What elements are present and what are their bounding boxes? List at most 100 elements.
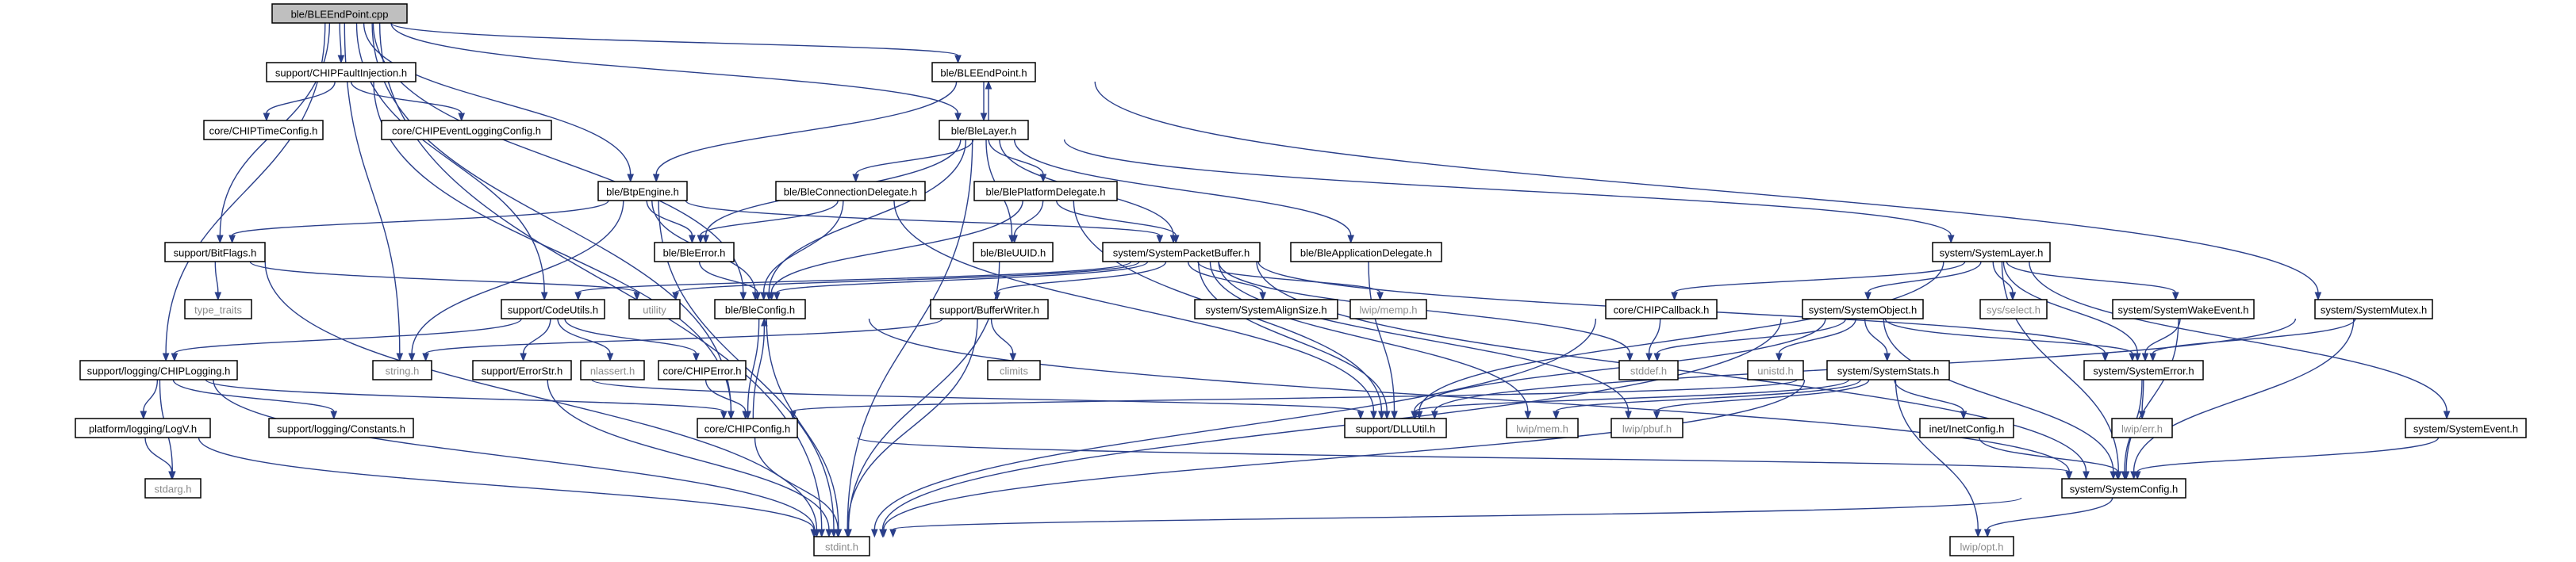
edge-btp-engine-h-to-bit-flags-h: [228, 200, 609, 244]
node-bleend-point-cpp[interactable]: ble/BLEEndPoint.cpp: [271, 3, 408, 24]
edge-ble-layer-h-to-ble-connection-delegate-h: [852, 139, 974, 183]
node-ble-connection-delegate-h[interactable]: ble/BleConnectionDelegate.h: [775, 181, 926, 201]
edge-bleend-point-cpp-to-chiplogging-h: [162, 22, 326, 362]
edge-log-v-h-to-stdint-h: [198, 437, 818, 538]
edge-bleend-point-cpp-to-btp-engine-h: [363, 22, 635, 183]
node-label: unistd.h: [1757, 365, 1794, 377]
edge-ble-error-h-to-ble-config-h: [698, 261, 762, 301]
node-chipfault-injection-h[interactable]: support/CHIPFaultInjection.h: [266, 62, 417, 82]
edge-buffer-writer-h-to-climits: [990, 318, 1017, 362]
node-stddef-h: stddef.h: [1618, 360, 1679, 380]
node-system-wake-event-h[interactable]: system/SystemWakeEvent.h: [2112, 299, 2255, 319]
node-label: system/SystemWakeEvent.h: [2118, 304, 2249, 316]
edge-error-str-h-to-dllutil-h: [591, 379, 1365, 420]
node-code-utils-h[interactable]: support/CodeUtils.h: [501, 299, 605, 319]
node-buffer-writer-h[interactable]: support/BufferWriter.h: [930, 299, 1049, 319]
node-label: ble/BLEEndPoint.cpp: [291, 9, 389, 21]
edge-btp-engine-h-to-string-h: [408, 200, 624, 362]
edge-chipfault-injection-h-to-chiptime-config-h: [263, 81, 336, 122]
node-utility: utility: [628, 299, 681, 319]
edge-ble-application-delegate-h-to-dllutil-h: [1368, 261, 1398, 420]
edge-bleend-point-cpp-to-bleend-point-h: [390, 22, 962, 64]
edge-system-layer-h-to-system-object-h: [1864, 261, 1982, 301]
edge-ble-layer-h-to-ble-application-delegate-h: [1013, 139, 1355, 244]
node-system-align-size-h[interactable]: system/SystemAlignSize.h: [1194, 299, 1338, 319]
node-chipevent-logging-config-h[interactable]: core/CHIPEventLoggingConfig.h: [381, 120, 552, 140]
edge-bleend-point-h-to-ble-layer-h: [980, 82, 988, 122]
node-ble-config-h[interactable]: ble/BleConfig.h: [714, 299, 806, 319]
edge-btp-engine-h-to-system-packet-buffer-h: [685, 200, 1164, 244]
node-lwip-err-h: lwip/err.h: [2111, 418, 2173, 438]
node-chipconfig-h[interactable]: core/CHIPConfig.h: [697, 418, 798, 438]
edge-system-object-h-to-system-config-h: [1883, 318, 2117, 480]
node-system-stats-h[interactable]: system/SystemStats.h: [1826, 360, 1950, 380]
node-system-config-h[interactable]: system/SystemConfig.h: [2061, 478, 2186, 499]
node-label: support/CHIPFaultInjection.h: [275, 67, 407, 79]
node-ble-platform-delegate-h[interactable]: ble/BlePlatformDelegate.h: [973, 181, 1118, 201]
node-bleend-point-h[interactable]: ble/BLEEndPoint.h: [931, 62, 1036, 82]
edge-system-packet-buffer-h-to-code-utils-h: [574, 261, 1132, 301]
node-label: lwip/opt.h: [1960, 541, 2004, 553]
node-lwip-opt-h: lwip/opt.h: [1949, 536, 2014, 556]
node-label: system/SystemAlignSize.h: [1205, 304, 1326, 316]
edge-chiplogging-h-to-log-v-h: [140, 379, 159, 420]
node-lwip-pbuf-h: lwip/pbuf.h: [1610, 418, 1683, 438]
edge-bleend-point-h-to-system-mutex-h: [1094, 81, 2322, 301]
edge-system-object-h-to-system-error-h: [1884, 318, 2136, 362]
node-system-error-h[interactable]: system/SystemError.h: [2083, 360, 2204, 380]
node-btp-engine-h[interactable]: ble/BtpEngine.h: [597, 181, 688, 201]
node-label: system/SystemLayer.h: [1940, 247, 2044, 259]
node-label: system/SystemMutex.h: [2321, 304, 2427, 316]
node-label: support/logging/CHIPLogging.h: [87, 365, 231, 377]
node-chiperror-h[interactable]: core/CHIPError.h: [658, 360, 747, 380]
node-label: ble/BleUUID.h: [981, 247, 1046, 259]
node-label: system/SystemPacketBuffer.h: [1113, 247, 1250, 259]
edge-code-utils-h-to-nlassert-h: [557, 318, 614, 362]
node-chiplogging-h[interactable]: support/logging/CHIPLogging.h: [79, 360, 238, 380]
node-stdarg-h: stdarg.h: [144, 478, 202, 499]
edge-system-mutex-h-to-system-error-h: [2149, 318, 2356, 362]
node-ble-application-delegate-h[interactable]: ble/BleApplicationDelegate.h: [1290, 242, 1442, 262]
edge-bleend-point-cpp-to-string-h: [344, 22, 404, 362]
node-label: core/CHIPCallback.h: [1614, 304, 1710, 316]
node-nlassert-h: nlassert.h: [580, 360, 645, 380]
node-type-traits: type_traits: [184, 299, 252, 319]
node-label: ble/BleConnectionDelegate.h: [784, 186, 917, 198]
node-label: core/CHIPTimeConfig.h: [209, 125, 318, 137]
node-label: support/CodeUtils.h: [508, 304, 598, 316]
node-label: ble/BleApplicationDelegate.h: [1300, 247, 1432, 259]
node-constants-h[interactable]: support/logging/Constants.h: [268, 418, 414, 438]
node-label: system/SystemObject.h: [1809, 304, 1918, 316]
edge-system-packet-buffer-h-to-buffer-writer-h: [993, 261, 1167, 301]
edge-layer: [140, 22, 2451, 538]
node-label: core/CHIPError.h: [663, 365, 742, 377]
node-inet-config-h[interactable]: inet/InetConfig.h: [1919, 418, 2014, 438]
node-label: type_traits: [194, 304, 242, 316]
node-dllutil-h[interactable]: support/DLLUtil.h: [1344, 418, 1447, 438]
node-ble-layer-h[interactable]: ble/BleLayer.h: [939, 120, 1029, 140]
node-ble-error-h[interactable]: ble/BleError.h: [654, 242, 735, 262]
node-system-packet-buffer-h[interactable]: system/SystemPacketBuffer.h: [1102, 242, 1261, 262]
edge-buffer-writer-h-to-string-h: [422, 318, 943, 362]
edge-system-stats-h-to-chipconfig-h: [789, 379, 1798, 420]
node-ble-uuid-h[interactable]: ble/BleUUID.h: [973, 242, 1054, 262]
node-error-str-h[interactable]: support/ErrorStr.h: [472, 360, 572, 380]
node-system-layer-h[interactable]: system/SystemLayer.h: [1932, 242, 2051, 262]
node-stdint-h: stdint.h: [813, 536, 870, 556]
edge-system-packet-buffer-h-to-utility: [672, 261, 1140, 301]
node-log-v-h[interactable]: platform/logging/LogV.h: [75, 418, 211, 438]
node-system-object-h[interactable]: system/SystemObject.h: [1802, 299, 1924, 319]
node-system-event-h[interactable]: system/SystemEvent.h: [2405, 418, 2527, 438]
node-chipcallback-h[interactable]: core/CHIPCallback.h: [1605, 299, 1718, 319]
edge-chiplogging-h-to-chipconfig-h: [205, 379, 727, 420]
node-label: inet/InetConfig.h: [1929, 423, 2005, 435]
node-label: lwip/mem.h: [1516, 423, 1568, 435]
node-label: ble/BtpEngine.h: [606, 186, 679, 198]
node-chiptime-config-h[interactable]: core/CHIPTimeConfig.h: [203, 120, 324, 140]
edge-ble-platform-delegate-h-to-system-packet-buffer-h: [1056, 200, 1180, 244]
node-label: sys/select.h: [1987, 304, 2040, 316]
edge-ble-platform-delegate-h-to-ble-config-h: [768, 200, 1023, 301]
node-bit-flags-h[interactable]: support/BitFlags.h: [164, 242, 266, 262]
edge-bleend-point-cpp-to-chipfault-injection-h: [337, 22, 345, 64]
node-system-mutex-h[interactable]: system/SystemMutex.h: [2314, 299, 2433, 319]
